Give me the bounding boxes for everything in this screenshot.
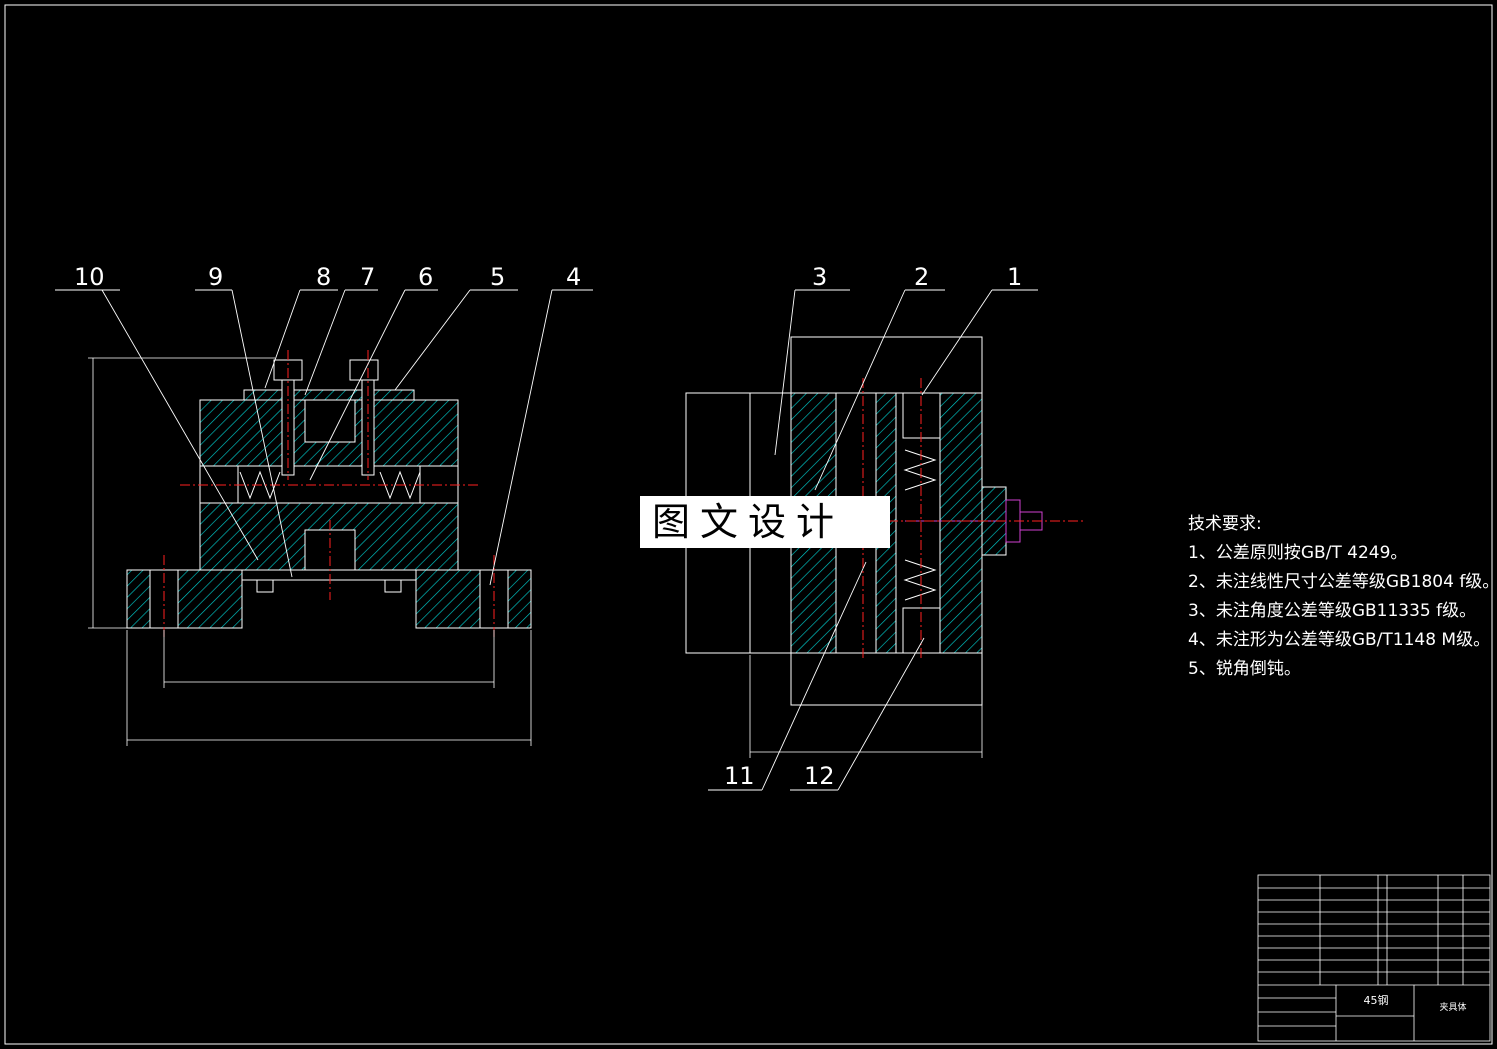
- part-label: 11: [724, 762, 755, 790]
- part-label: 7: [360, 263, 375, 291]
- tech-req-item: 2、未注线性尺寸公差等级GB1804 f级。: [1188, 572, 1497, 592]
- side-view-dimensions: [749, 655, 983, 758]
- part-label: 12: [804, 762, 835, 790]
- tech-req-title: 技术要求:: [1188, 514, 1262, 534]
- tech-req-item: 3、未注角度公差等级GB11335 f级。: [1188, 601, 1477, 621]
- part-label: 4: [566, 263, 581, 291]
- part-label: 1: [1007, 263, 1022, 291]
- part-label: 10: [74, 263, 105, 291]
- tech-req-item: 4、未注形为公差等级GB/T1148 M级。: [1188, 630, 1491, 650]
- part-label: 5: [490, 263, 505, 291]
- part-label: 8: [316, 263, 331, 291]
- front-view-centerlines: [163, 350, 495, 640]
- front-view-leaders: [55, 289, 593, 586]
- part-label: 6: [418, 263, 433, 291]
- title-block-material: 45钢: [1363, 994, 1389, 1007]
- front-view-dimensions: [88, 357, 532, 746]
- tech-req-item: 1、公差原则按GB/T 4249。: [1188, 543, 1408, 563]
- part-label: 3: [812, 263, 827, 291]
- side-view-leaders: [708, 289, 1038, 791]
- drawing-frame: [4, 4, 1493, 1045]
- tech-req-item: 5、锐角倒钝。: [1188, 659, 1301, 679]
- part-label: 2: [914, 263, 929, 291]
- part-label: 9: [208, 263, 223, 291]
- watermark: 图文设计: [640, 496, 890, 548]
- part-labels: 10 9 8 7 6 5 4 3 2 1 11 12: [74, 263, 1022, 790]
- title-block-drawing-name: 夹具体: [1439, 1003, 1467, 1013]
- title-block: [1257, 874, 1491, 1042]
- technical-requirements: 技术要求: 1、公差原则按GB/T 4249。 2、未注线性尺寸公差等级GB18…: [1188, 510, 1497, 684]
- front-section-view: [126, 359, 532, 629]
